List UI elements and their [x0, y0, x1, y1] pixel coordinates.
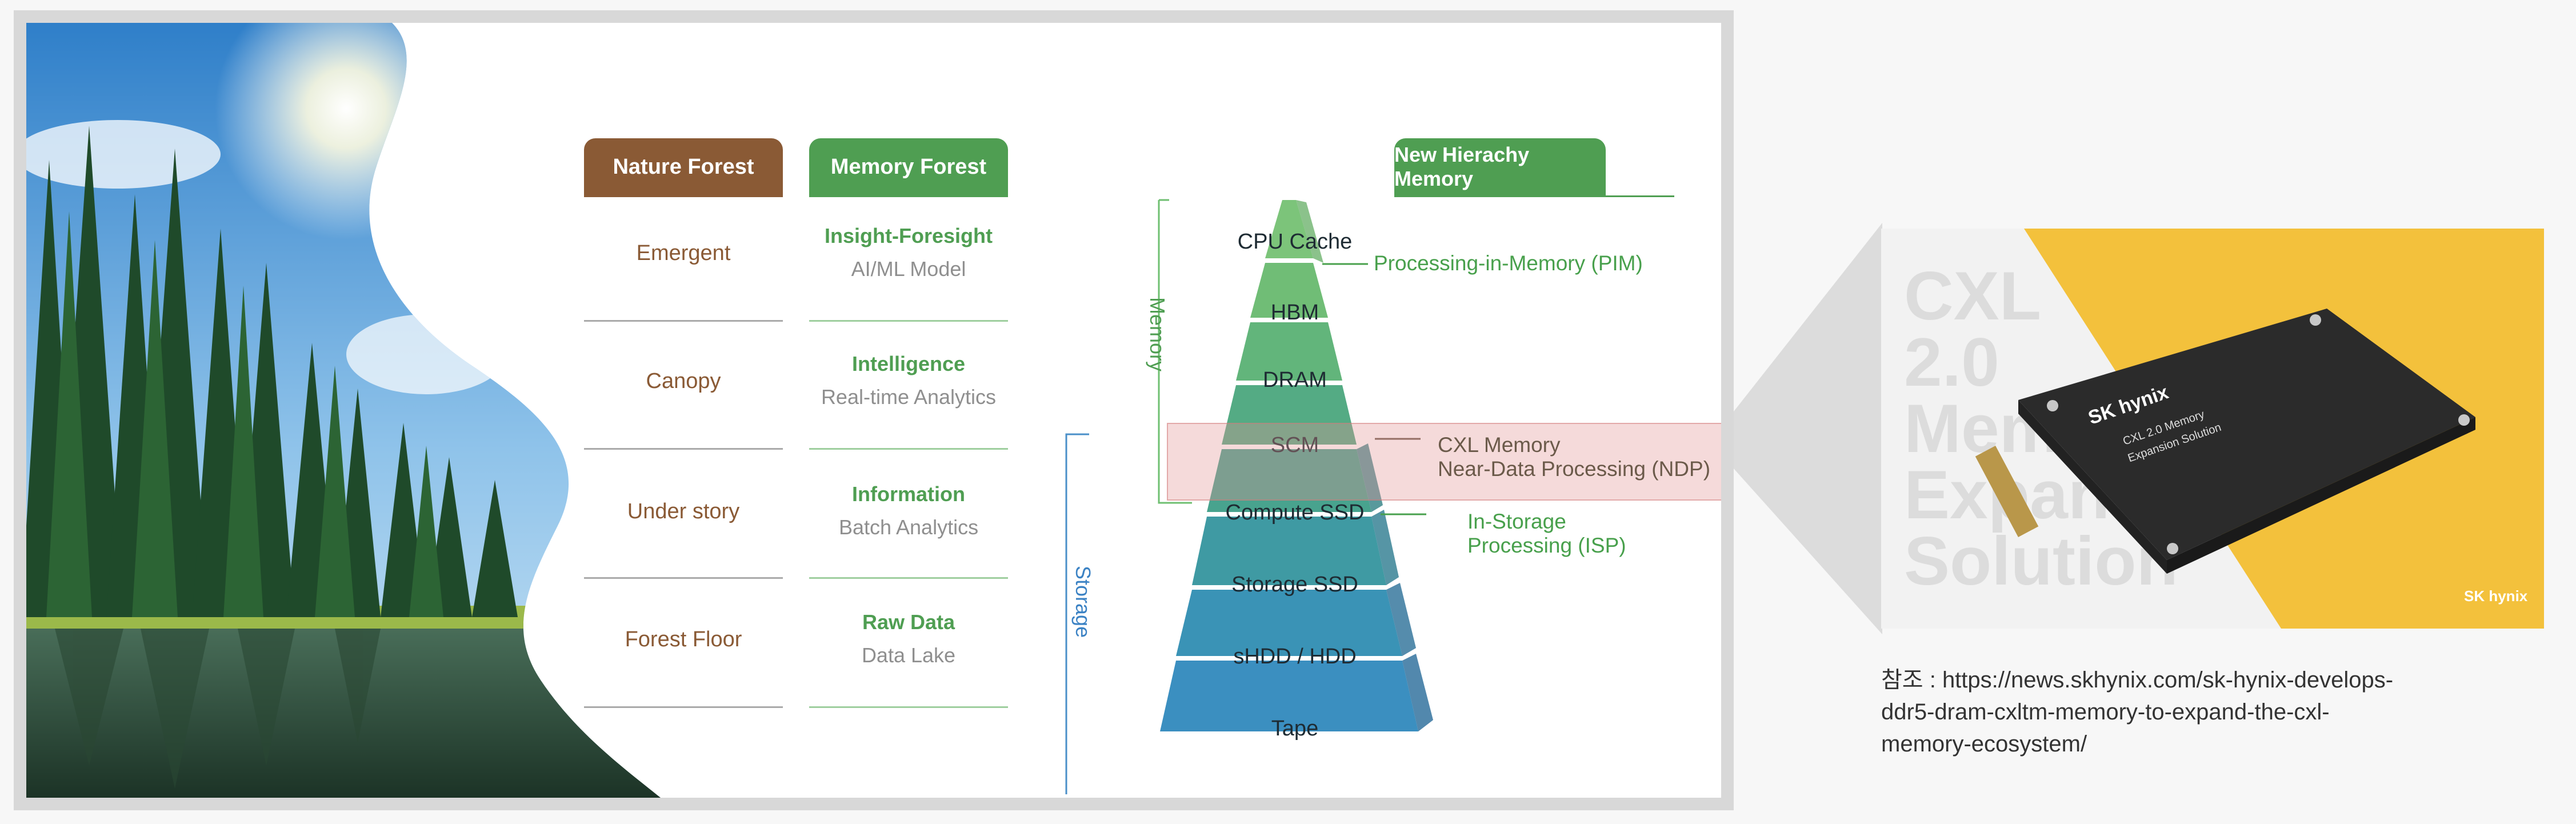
row-divider [584, 320, 783, 322]
reference-line-2: ddr5-dram-cxltm-memory-to-expand-the-cxl… [1881, 699, 2330, 725]
level-hbm: HBM [1270, 301, 1319, 325]
memory-label: Memory [1146, 297, 1169, 372]
cxl-highlight-band [1167, 423, 1721, 501]
reference-line-3: memory-ecosystem/ [1881, 731, 2087, 757]
memory-bracket [1158, 200, 1192, 504]
new-hierarchy-header: New Hierachy Memory [1394, 138, 1606, 195]
product-bg-text: CXL 2.0 Memory Expansion Solution [1904, 258, 2251, 599]
tier-scm [1222, 385, 1357, 445]
memory-row-3-sub: Batch Analytics [838, 515, 979, 539]
tier-compute-ssd [1207, 449, 1371, 512]
tier-dram [1236, 322, 1342, 381]
memory-module [1975, 309, 2475, 574]
level-cpu-cache: CPU Cache [1237, 230, 1353, 254]
corner-brand-logo: SK hynix [2464, 587, 2528, 605]
cxl-callout-line1: CXL Memory [1438, 433, 1561, 457]
zoom-connector [1734, 223, 1882, 634]
nature-forest-header: Nature Forest [584, 138, 783, 195]
nature-row-2: Canopy [646, 369, 721, 393]
memory-row-4-title: Raw Data [862, 610, 955, 634]
memory-row-1-title: Insight-Foresight [825, 224, 993, 247]
row-divider [809, 448, 1008, 450]
storage-label: Storage [1071, 566, 1095, 638]
tier-cpu-cache [1265, 200, 1313, 258]
memory-header-divider [809, 195, 1008, 197]
slide: Nature Forest Memory Forest Emergent Ins… [14, 10, 1734, 810]
level-dram: DRAM [1263, 368, 1327, 392]
tier-hbm [1250, 263, 1328, 318]
memory-forest-header: Memory Forest [809, 138, 1008, 195]
memory-pyramid [1065, 199, 1433, 794]
hierarchy-header-divider [1394, 195, 1674, 197]
level-shdd-hdd: sHDD / HDD [1233, 645, 1357, 669]
tier-tape [1160, 661, 1418, 731]
memory-row-1-sub: AI/ML Model [851, 257, 966, 281]
isp-callout-line2: Processing (ISP) [1467, 534, 1626, 557]
tier-storage-ssd [1192, 517, 1386, 585]
row-divider [584, 448, 783, 450]
level-tape: Tape [1271, 717, 1319, 741]
row-divider [809, 320, 1008, 322]
forest-photo [26, 23, 661, 798]
product-image: CXL 2.0 Memory Expansion Solution SK hyn… [1881, 229, 2544, 629]
row-divider [809, 577, 1008, 579]
memory-row-2-sub: Real-time Analytics [821, 385, 997, 409]
nature-row-1: Emergent [636, 241, 731, 265]
row-divider [809, 706, 1008, 708]
level-compute-ssd: Compute SSD [1225, 501, 1365, 525]
memory-row-2-title: Intelligence [851, 352, 966, 375]
row-divider [584, 706, 783, 708]
nature-row-3: Under story [627, 499, 740, 523]
level-scm: SCM [1270, 433, 1319, 457]
reference-line-1: 참조 : https://news.skhynix.com/sk-hynix-d… [1881, 667, 2394, 693]
reference-text: 참조 : https://news.skhynix.com/sk-hynix-d… [1881, 664, 2533, 760]
row-divider [584, 577, 783, 579]
level-storage-ssd: Storage SSD [1231, 573, 1358, 597]
storage-bracket [1065, 433, 1089, 794]
memory-row-3-title: Information [852, 482, 965, 506]
memory-row-4-sub: Data Lake [861, 643, 956, 667]
tier-shdd-hdd [1176, 590, 1402, 656]
nature-header-divider [584, 195, 783, 197]
nature-row-4: Forest Floor [625, 627, 742, 651]
cxl-callout-line2: Near-Data Processing (NDP) [1438, 457, 1711, 481]
pim-callout: Processing-in-Memory (PIM) [1374, 251, 1643, 275]
isp-callout-line1: In-Storage [1467, 510, 1566, 533]
